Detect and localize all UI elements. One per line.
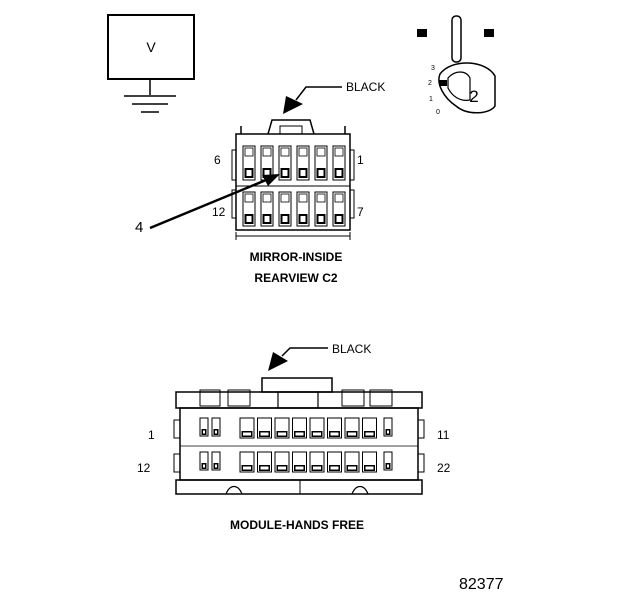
connector-top-pin-1: 1 [357,153,364,167]
ground-icon [124,95,176,113]
ignition-switch-icon [417,15,496,114]
terminal-cavity [362,417,377,439]
terminal-cavity [257,451,272,473]
terminal-cavity [362,451,377,473]
connector-bottom-color-label: BLACK [332,342,371,356]
terminal-cavity [296,191,310,227]
terminal-cavity [383,417,393,437]
callout-4-label: 4 [135,219,143,236]
key-number-label: 2 [469,87,478,106]
terminal-cavity [292,417,307,439]
meter-symbol-label: V [146,39,156,55]
connector-bottom-name: MODULE-HANDS FREE [230,518,364,532]
terminal-cavity [309,417,325,439]
terminal-cavity [332,191,346,227]
terminal-cavity [211,417,221,437]
terminal-cavity [242,191,256,227]
terminal-cavity [314,191,328,227]
terminal-cavity [278,145,292,181]
terminal-cavity [274,451,290,473]
terminal-cavity [257,417,272,439]
terminal-cavity [309,451,325,473]
switch-position-3: 3 [431,65,435,72]
voltmeter-symbol [107,14,195,95]
terminal-cavity [383,451,393,471]
callout-4-leader [149,174,280,230]
terminal-cavity [296,145,310,181]
terminal-cavity [292,451,307,473]
terminal-cavity [327,451,342,473]
terminal-cavity [278,191,292,227]
connector-mirror-c2-pins [242,145,346,227]
switch-position-1: 1 [429,96,433,103]
black-wire-arrow-bottom [268,347,328,371]
connector-bottom-pin-11: 11 [437,428,450,442]
connector-module-hands-free [173,377,425,495]
connector-top-name-line1: MIRROR-INSIDE [250,250,343,264]
connector-top-pin-7: 7 [357,205,364,219]
black-wire-arrow-top [283,86,342,114]
connector-module-hands-free-pins [199,417,393,473]
connector-bottom-pin-1: 1 [148,428,155,442]
terminal-cavity [199,417,209,437]
connector-bottom-pin-12: 12 [137,461,151,475]
connector-top-name-line2: REARVIEW C2 [254,271,337,285]
terminal-cavity [314,145,328,181]
terminal-cavity [239,451,255,473]
connector-top-color-label: BLACK [346,80,385,94]
terminal-cavity [344,417,360,439]
terminal-cavity [332,145,346,181]
figure-number: 82377 [459,576,504,593]
terminal-cavity [239,417,255,439]
connector-bottom-pin-22: 22 [437,461,451,475]
terminal-cavity [199,451,209,471]
connector-mirror-c2 [231,119,355,240]
connector-top-pin-12: 12 [212,205,226,219]
terminal-cavity [327,417,342,439]
connector-top-pin-6: 6 [214,153,221,167]
terminal-cavity [242,145,256,181]
terminal-cavity [211,451,221,471]
terminal-cavity [260,191,274,227]
terminal-cavity [274,417,290,439]
switch-position-2: 2 [428,80,432,87]
terminal-cavity [344,451,360,473]
switch-position-0: 0 [436,109,440,116]
